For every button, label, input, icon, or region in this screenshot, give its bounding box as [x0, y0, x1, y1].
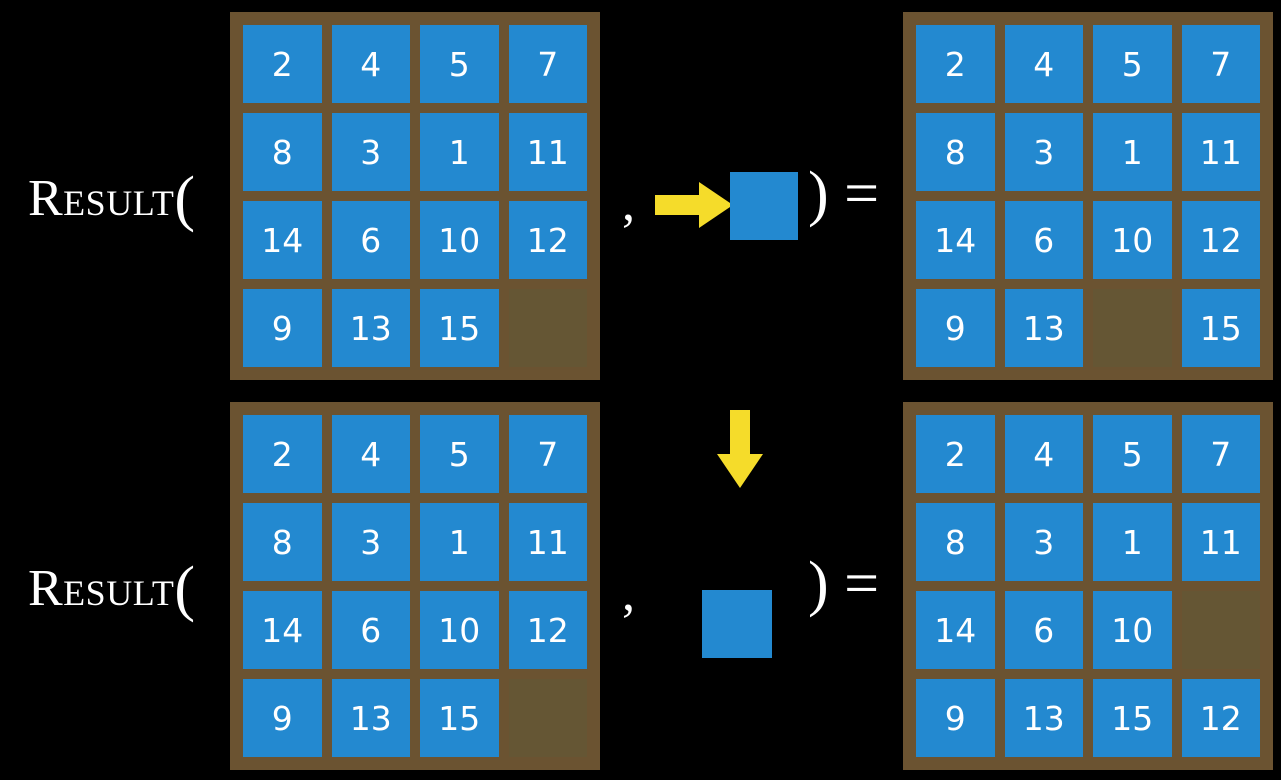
tile[interactable]: 6	[331, 591, 410, 669]
output-board-top: 2 4 5 7 8 3 1 11 14 6 10 12 9 13 15	[903, 12, 1273, 380]
blank-tile[interactable]	[1181, 591, 1260, 669]
blank-tile[interactable]	[508, 289, 587, 367]
tile[interactable]: 2	[916, 415, 995, 493]
tile[interactable]: 13	[331, 289, 410, 367]
tile[interactable]: 7	[1181, 415, 1260, 493]
tile[interactable]: 6	[1004, 201, 1083, 279]
tile[interactable]: 6	[1004, 591, 1083, 669]
tile[interactable]: 11	[508, 503, 587, 581]
tile[interactable]: 8	[916, 503, 995, 581]
tile[interactable]: 15	[420, 289, 499, 367]
tile[interactable]: 10	[420, 201, 499, 279]
tile[interactable]: 13	[1004, 289, 1083, 367]
tile[interactable]: 4	[1004, 25, 1083, 103]
input-board-bottom: 2 4 5 7 8 3 1 11 14 6 10 12 9 13 15	[230, 402, 600, 770]
tile[interactable]: 7	[508, 415, 587, 493]
tile[interactable]: 3	[331, 503, 410, 581]
comma-separator-top: ,	[622, 175, 635, 232]
tile[interactable]: 3	[331, 113, 410, 191]
equation-row-down-move: Result( 2 4 5 7 8 3 1 11 14 6 10 12 9 13…	[0, 390, 1281, 780]
comma-separator-bottom: ,	[622, 565, 635, 622]
tile[interactable]: 5	[1093, 25, 1172, 103]
tile[interactable]: 3	[1004, 113, 1083, 191]
close-paren-bottom: )	[808, 550, 829, 618]
tile[interactable]: 7	[1181, 25, 1260, 103]
tile[interactable]: 9	[243, 679, 322, 757]
tile[interactable]: 14	[916, 591, 995, 669]
tile[interactable]: 1	[420, 113, 499, 191]
tile[interactable]: 11	[1181, 113, 1260, 191]
tile[interactable]: 12	[1181, 679, 1260, 757]
blank-tile[interactable]	[508, 679, 587, 757]
tile[interactable]: 14	[243, 591, 322, 669]
tile[interactable]: 15	[1181, 289, 1260, 367]
close-paren-top: )	[808, 160, 829, 228]
tile[interactable]: 5	[1093, 415, 1172, 493]
blank-tile[interactable]	[1093, 289, 1172, 367]
tile[interactable]: 1	[1093, 113, 1172, 191]
tile[interactable]: 2	[243, 415, 322, 493]
moving-tile-bottom	[702, 590, 772, 658]
tile[interactable]: 8	[916, 113, 995, 191]
arrow-down-icon	[717, 410, 763, 488]
tile[interactable]: 10	[1093, 201, 1172, 279]
result-word-bottom: Result	[28, 560, 175, 617]
result-word-top: Result	[28, 170, 175, 227]
tile[interactable]: 12	[1181, 201, 1260, 279]
tile[interactable]: 3	[1004, 503, 1083, 581]
tile[interactable]: 5	[420, 25, 499, 103]
tile[interactable]: 10	[1093, 591, 1172, 669]
operator-region-bottom: , ) =	[600, 390, 903, 780]
operator-region-top: , ) =	[600, 0, 903, 390]
moving-tile-top	[730, 172, 798, 240]
result-function-label-top: Result(	[28, 164, 196, 230]
equals-sign-bottom: =	[844, 550, 880, 618]
open-paren-top: (	[174, 165, 196, 233]
equals-sign-top: =	[844, 160, 880, 228]
tile[interactable]: 14	[916, 201, 995, 279]
equation-row-right-move: Result( 2 4 5 7 8 3 1 11 14 6 10 12 9 13…	[28, 0, 1273, 390]
tile[interactable]: 6	[331, 201, 410, 279]
output-board-bottom: 2 4 5 7 8 3 1 11 14 6 10 9 13 15 12	[903, 402, 1273, 770]
tile[interactable]: 4	[1004, 415, 1083, 493]
tile[interactable]: 15	[1093, 679, 1172, 757]
close-paren-equals-bottom: ) =	[808, 553, 879, 615]
tile[interactable]: 10	[420, 591, 499, 669]
tile[interactable]: 9	[916, 679, 995, 757]
arrow-right-icon	[655, 182, 733, 228]
tile[interactable]: 4	[331, 25, 410, 103]
open-paren-bottom: (	[174, 555, 196, 623]
input-board-top: 2 4 5 7 8 3 1 11 14 6 10 12 9 13 15	[230, 12, 600, 380]
tile[interactable]: 13	[331, 679, 410, 757]
tile[interactable]: 8	[243, 113, 322, 191]
tile[interactable]: 2	[916, 25, 995, 103]
tile[interactable]: 1	[1093, 503, 1172, 581]
tile[interactable]: 13	[1004, 679, 1083, 757]
tile[interactable]: 7	[508, 25, 587, 103]
tile[interactable]: 14	[243, 201, 322, 279]
tile[interactable]: 12	[508, 591, 587, 669]
tile[interactable]: 11	[1181, 503, 1260, 581]
tile[interactable]: 8	[243, 503, 322, 581]
tile[interactable]: 12	[508, 201, 587, 279]
tile[interactable]: 9	[243, 289, 322, 367]
tile[interactable]: 2	[243, 25, 322, 103]
tile[interactable]: 15	[420, 679, 499, 757]
tile[interactable]: 4	[331, 415, 410, 493]
tile[interactable]: 11	[508, 113, 587, 191]
tile[interactable]: 9	[916, 289, 995, 367]
close-paren-equals-top: ) =	[808, 163, 879, 225]
result-function-label-bottom: Result(	[28, 554, 196, 620]
tile[interactable]: 5	[420, 415, 499, 493]
tile[interactable]: 1	[420, 503, 499, 581]
